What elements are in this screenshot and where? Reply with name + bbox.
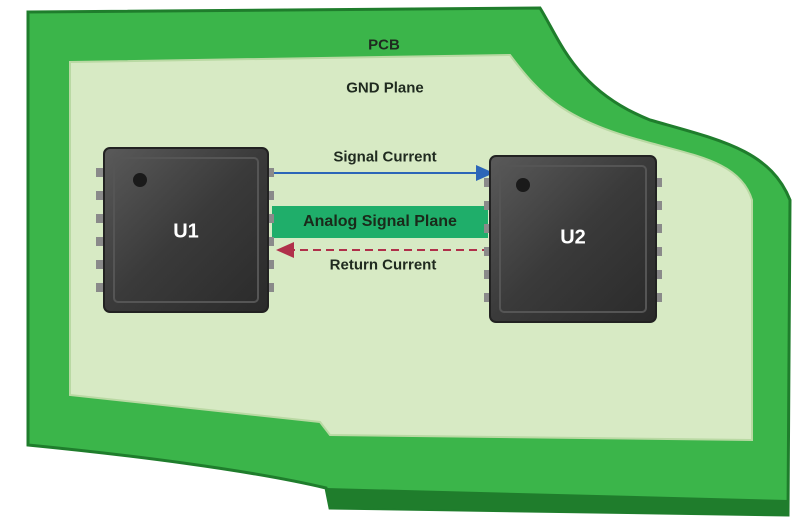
- analog-signal-plane-label: Analog Signal Plane: [303, 213, 457, 230]
- pcb-label: PCB: [368, 36, 400, 54]
- pin1-dot: [516, 178, 530, 192]
- pin1-dot: [133, 173, 147, 187]
- chip-u2: [484, 155, 662, 323]
- return-current-label: Return Current: [329, 256, 437, 274]
- signal-current-label: Signal Current: [333, 148, 437, 166]
- analog-signal-plane: [272, 206, 488, 238]
- chip-u1-label: U1: [173, 220, 199, 243]
- chip-u2-label: U2: [560, 226, 586, 249]
- gnd-plane-label: GND Plane: [346, 79, 424, 97]
- pcb-edge-bottom: [326, 488, 788, 515]
- chip-u1: [96, 147, 274, 313]
